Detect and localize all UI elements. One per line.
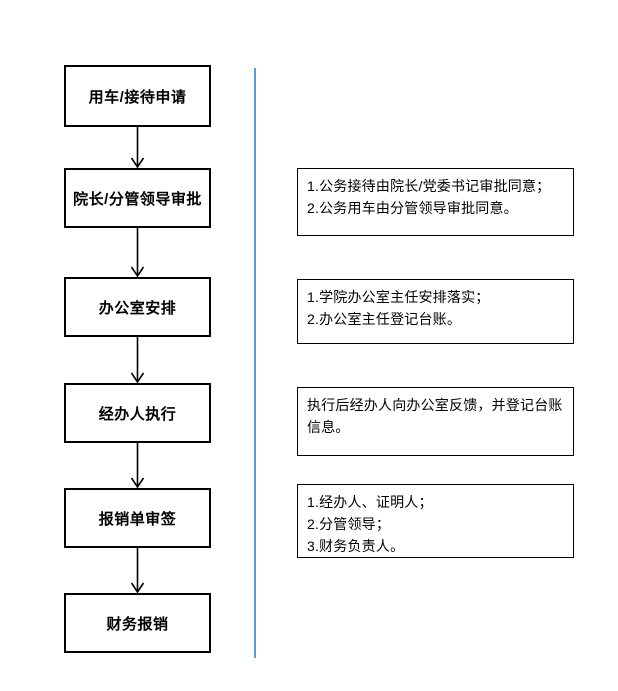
note-line: 执行后经办人向办公室反馈，并登记台账信息。 bbox=[307, 397, 563, 435]
flow-step-dean-leader-approval: 院长/分管领导审批 bbox=[64, 168, 211, 228]
flow-step-office-arrangement: 办公室安排 bbox=[64, 277, 211, 337]
flow-step-label: 经办人执行 bbox=[98, 405, 177, 423]
note-line: 2.公务用车由分管领导审批同意。 bbox=[307, 200, 518, 216]
flow-step-label: 报销单审签 bbox=[98, 510, 177, 528]
flow-step-reimbursement-form-review: 报销单审签 bbox=[64, 488, 211, 548]
flow-step-financial-reimbursement: 财务报销 bbox=[64, 593, 211, 653]
note-line: 1.学院办公室主任安排落实； bbox=[307, 289, 490, 305]
note-signers-list: 1.经办人、证明人； 2.分管领导； 3.财务负责人。 bbox=[297, 484, 574, 558]
note-office-arrangement-rules: 1.学院办公室主任安排落实； 2.办公室主任登记台账。 bbox=[297, 279, 574, 344]
note-line: 2.分管领导； bbox=[307, 516, 391, 532]
flow-step-handler-execution: 经办人执行 bbox=[64, 383, 211, 443]
flow-step-vehicle-reception-request: 用车/接待申请 bbox=[64, 65, 211, 127]
flow-step-label: 办公室安排 bbox=[98, 299, 177, 317]
flow-arrow-down-3 bbox=[130, 337, 145, 383]
flow-arrow-down-4 bbox=[130, 443, 145, 488]
flow-step-label: 院长/分管领导审批 bbox=[73, 190, 202, 208]
flow-step-label: 财务报销 bbox=[106, 615, 169, 633]
flow-arrow-down-2 bbox=[130, 228, 145, 277]
note-line: 1.公务接待由院长/党委书记审批同意； bbox=[307, 178, 551, 194]
flow-step-label: 用车/接待申请 bbox=[88, 88, 187, 106]
note-approval-rules: 1.公务接待由院长/党委书记审批同意； 2.公务用车由分管领导审批同意。 bbox=[297, 168, 574, 236]
note-line: 3.财务负责人。 bbox=[307, 538, 405, 554]
flow-arrow-down-5 bbox=[130, 548, 145, 593]
flow-arrow-down-1 bbox=[130, 127, 145, 168]
note-execution-feedback: 执行后经办人向办公室反馈，并登记台账信息。 bbox=[297, 387, 574, 456]
note-line: 2.办公室主任登记台账。 bbox=[307, 311, 462, 327]
vertical-divider-line bbox=[254, 68, 256, 658]
note-line: 1.经办人、证明人； bbox=[307, 494, 433, 510]
